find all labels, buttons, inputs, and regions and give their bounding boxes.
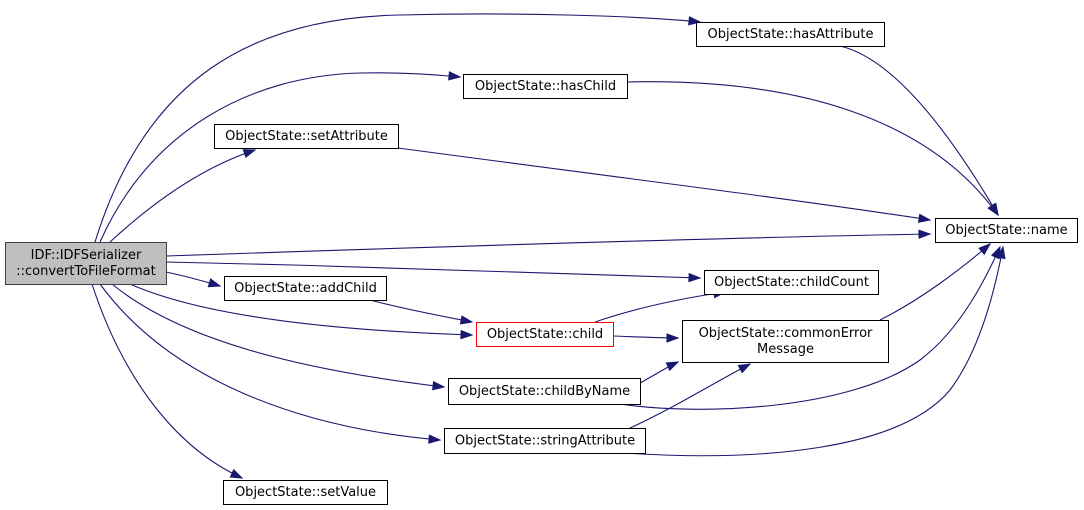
node-setAttribute[interactable]: ObjectState::setAttribute xyxy=(214,124,399,149)
node-label: IDF::IDFSerializer xyxy=(31,248,142,263)
edge-line xyxy=(624,246,1004,457)
edge-line xyxy=(165,261,701,279)
nodes-layer: IDF::IDFSerializer::convertToFileFormatO… xyxy=(5,22,1078,505)
node-box xyxy=(696,22,885,47)
node-box xyxy=(448,378,641,405)
node-label: ObjectState::hasAttribute xyxy=(708,27,874,42)
edge-hasAttribute-to-name xyxy=(839,45,999,217)
edge-root-to-childByName xyxy=(111,283,446,391)
node-label: ObjectState::commonError xyxy=(699,326,873,341)
edge-commonErrorMessage-to-name xyxy=(879,243,992,321)
arrow-head-icon xyxy=(242,149,257,159)
arrow-head-icon xyxy=(917,213,932,223)
node-label: Message xyxy=(757,342,814,357)
node-hasAttribute[interactable]: ObjectState::hasAttribute xyxy=(696,22,885,47)
arrow-head-icon xyxy=(459,315,474,325)
edge-root-to-name xyxy=(165,229,932,257)
edge-root-to-hasAttribute xyxy=(94,13,702,243)
node-label: ObjectState::setAttribute xyxy=(225,129,388,144)
node-label: ::convertToFileFormat xyxy=(16,264,155,279)
edge-stringAttribute-to-commonErrorMessage xyxy=(629,363,752,429)
arrow-head-icon xyxy=(460,329,474,340)
edge-line xyxy=(879,243,991,321)
edge-root-to-stringAttribute xyxy=(99,283,442,444)
edge-line xyxy=(129,283,473,336)
edge-line xyxy=(165,233,931,257)
edge-line xyxy=(111,283,445,388)
arrow-head-icon xyxy=(996,245,1006,260)
node-box xyxy=(704,270,879,295)
edge-stringAttribute-to-name xyxy=(624,245,1006,457)
edge-line xyxy=(369,299,473,323)
edge-line xyxy=(99,72,461,243)
node-label: ObjectState::childByName xyxy=(459,384,630,399)
arrow-head-icon xyxy=(229,468,244,479)
node-stringAttribute[interactable]: ObjectState::stringAttribute xyxy=(444,428,646,454)
node-childCount[interactable]: ObjectState::childCount xyxy=(704,270,879,295)
node-name[interactable]: ObjectState::name xyxy=(935,218,1078,243)
edge-root-to-setValue xyxy=(91,283,244,479)
node-label: ObjectState::stringAttribute xyxy=(455,434,635,449)
node-childByName[interactable]: ObjectState::childByName xyxy=(448,378,641,405)
arrow-head-icon xyxy=(448,71,462,81)
edge-childByName-to-commonErrorMessage xyxy=(639,361,680,384)
edge-line xyxy=(839,45,999,216)
arrow-head-icon xyxy=(688,272,702,283)
node-box xyxy=(5,242,167,285)
arrow-head-icon xyxy=(665,361,680,372)
edge-line xyxy=(626,81,999,216)
edge-root-to-addChild xyxy=(165,271,222,288)
edge-line xyxy=(109,149,256,243)
node-label: ObjectState::setValue xyxy=(235,485,376,500)
arrow-head-icon xyxy=(737,363,752,374)
edge-line xyxy=(94,13,701,243)
arrow-head-icon xyxy=(207,278,222,288)
edge-root-to-setAttribute xyxy=(109,149,257,243)
node-box xyxy=(224,276,387,301)
node-box xyxy=(214,124,399,149)
node-box xyxy=(444,428,646,454)
arrow-head-icon xyxy=(978,243,992,256)
node-setValue[interactable]: ObjectState::setValue xyxy=(223,480,388,505)
node-label: ObjectState::name xyxy=(945,223,1067,238)
node-hasChild[interactable]: ObjectState::hasChild xyxy=(463,74,628,99)
edge-root-to-hasChild xyxy=(99,71,462,243)
node-child[interactable]: ObjectState::child xyxy=(476,322,614,347)
edge-setAttribute-to-name xyxy=(397,147,932,223)
edge-line xyxy=(629,363,751,429)
arrow-head-icon xyxy=(688,16,702,26)
node-box xyxy=(223,480,388,505)
node-root[interactable]: IDF::IDFSerializer::convertToFileFormat xyxy=(5,242,167,285)
arrow-head-icon xyxy=(918,229,932,239)
edge-hasChild-to-name xyxy=(626,81,999,217)
arrow-head-icon xyxy=(987,202,999,217)
edge-line xyxy=(594,291,726,323)
node-label: ObjectState::hasChild xyxy=(475,79,616,94)
edge-line xyxy=(99,283,441,441)
arrow-head-icon xyxy=(428,434,442,444)
edge-root-to-child xyxy=(129,283,474,340)
node-box xyxy=(682,320,889,363)
node-box xyxy=(476,322,614,347)
arrow-head-icon xyxy=(432,380,446,391)
edge-line xyxy=(397,147,931,221)
edge-addChild-to-child xyxy=(369,299,474,325)
edge-line xyxy=(91,283,243,479)
node-label: ObjectState::child xyxy=(487,327,603,342)
edge-line xyxy=(619,246,1001,410)
node-addChild[interactable]: ObjectState::addChild xyxy=(224,276,387,301)
arrow-head-icon xyxy=(666,333,680,343)
node-box xyxy=(935,218,1078,243)
node-box xyxy=(463,74,628,99)
node-label: ObjectState::childCount xyxy=(714,275,869,290)
edge-child-to-commonErrorMessage xyxy=(612,333,680,343)
node-label: ObjectState::addChild xyxy=(234,281,377,296)
